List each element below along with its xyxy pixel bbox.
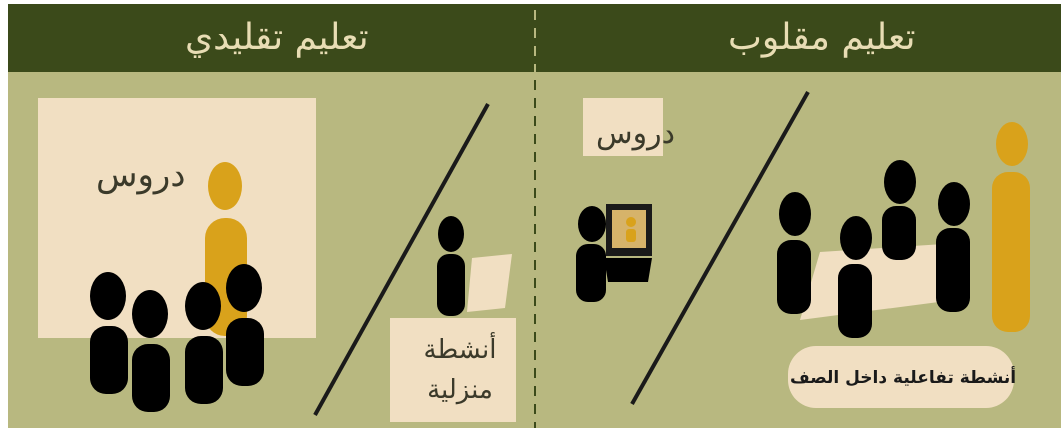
students-collaborating xyxy=(777,160,970,338)
traditional-title: تعليم تقليدي xyxy=(185,17,369,58)
home-activities-label: أنشطة منزلية xyxy=(423,335,497,405)
slash-divider-right xyxy=(630,91,810,405)
home-activities-box xyxy=(390,318,516,422)
lessons-box xyxy=(583,98,663,156)
traditional-lessons-label: دروس xyxy=(96,155,186,195)
slash-divider-left xyxy=(313,103,490,416)
group-table xyxy=(800,244,954,320)
student-laptop-home xyxy=(437,216,512,316)
class-activities-box xyxy=(788,346,1014,408)
student-watching-video xyxy=(576,204,652,302)
students-group xyxy=(90,264,264,412)
teacher-figure-flipped xyxy=(992,122,1030,332)
class-activities-label: أنشطة تفاعلية داخل الصف xyxy=(790,368,1017,388)
flipped-lessons-label: دروس xyxy=(596,116,675,151)
lessons-board xyxy=(38,98,316,338)
flipped-title: تعليم مقلوب xyxy=(728,17,916,58)
